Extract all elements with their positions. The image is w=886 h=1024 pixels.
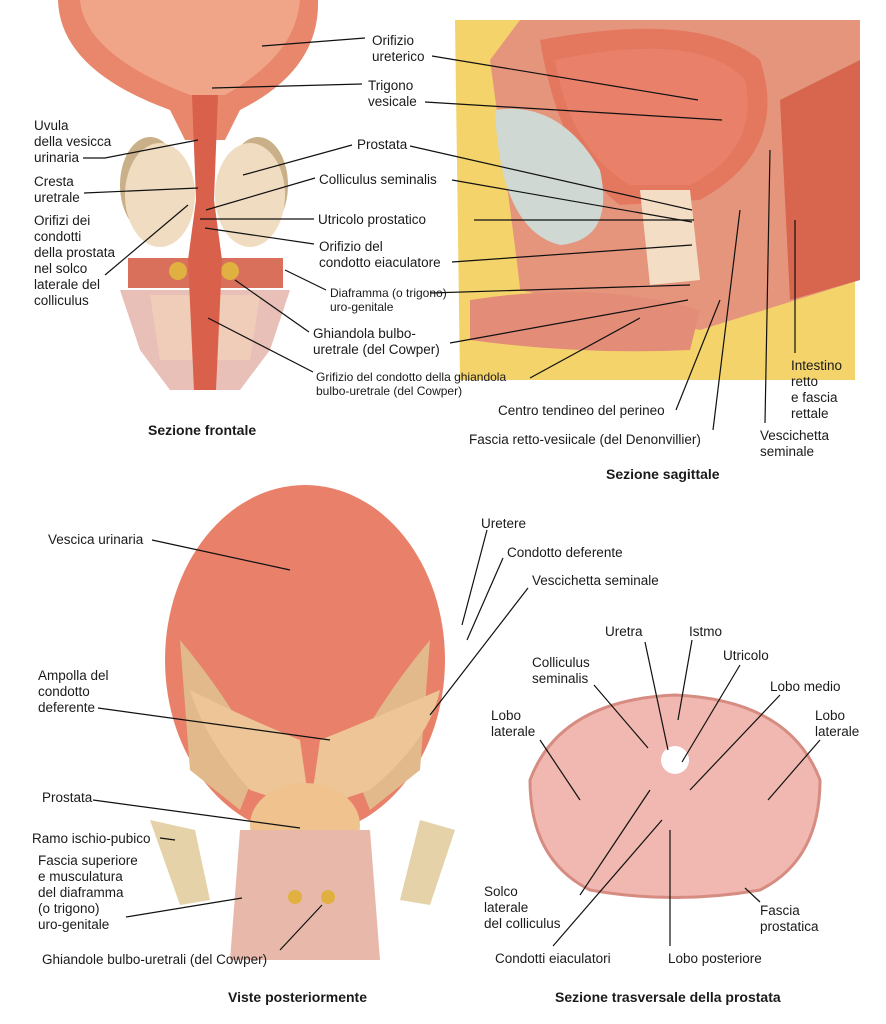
- label-utricolo-prostatico: Utricolo prostatico: [318, 212, 427, 227]
- label-istmo: Istmo: [689, 624, 723, 639]
- label-vescichetta-sagittal: Vescichetta seminale: [760, 428, 830, 459]
- label-vescichetta-posterior: Vescichetta seminale: [532, 573, 659, 588]
- label-ampolla: Ampolla del condotto deferente: [38, 668, 109, 715]
- label-lobo-laterale-left: Lobo laterale: [491, 708, 536, 739]
- label-prostata-frontal: Prostata: [357, 137, 408, 152]
- transverse-section-drawing: [528, 693, 822, 899]
- label-lobo-medio: Lobo medio: [770, 679, 841, 694]
- label-fascia-prostatica: Fascia prostatica: [760, 903, 819, 934]
- label-centro-tendineo: Centro tendineo del perineo: [498, 403, 665, 418]
- label-ramo-ischio-pubico: Ramo ischio-pubico: [32, 831, 151, 846]
- label-ghiandole-bulbo: Ghiandole bulbo-uretrali (del Cowper): [42, 952, 268, 967]
- leader-lines: [83, 37, 821, 951]
- caption-viste-posteriormente: Viste posteriormente: [228, 989, 368, 1005]
- posterior-view-drawing: [150, 485, 455, 960]
- label-orifizio-eiaculatore: Orifizio del condotto eiaculatore: [319, 239, 441, 270]
- caption-sezione-sagittale: Sezione sagittale: [606, 466, 720, 482]
- label-diaframma: Diaframma (o trigono) uro-genitale: [330, 286, 447, 314]
- frontal-section-drawing: [58, 0, 319, 390]
- caption-sezione-trasversale: Sezione trasversale della prostata: [555, 989, 781, 1005]
- label-orifizio-ureterico: Orifizio ureterico: [372, 33, 425, 64]
- sagittal-section-drawing: [455, 20, 860, 380]
- label-ghiandola-bulbo: Ghiandola bulbo- uretrale (del Cowper): [313, 326, 440, 357]
- label-solco-laterale: Solco laterale del colliculus: [484, 884, 561, 931]
- label-vescica-urinaria: Vescica urinaria: [48, 532, 144, 547]
- label-grifizio: Grifizio del condotto della ghiandola bu…: [316, 370, 507, 398]
- label-orifizi-condotti: Orifizi dei condotti della prostata nel …: [34, 213, 116, 308]
- label-lobo-laterale-right: Lobo laterale: [815, 708, 860, 739]
- label-uvula: Uvula della vesicca urinaria: [34, 118, 112, 165]
- caption-sezione-frontale: Sezione frontale: [148, 422, 257, 438]
- label-uretra: Uretra: [605, 624, 643, 639]
- label-colliculus-frontal: Colliculus seminalis: [319, 172, 437, 187]
- label-lobo-posteriore: Lobo posteriore: [668, 951, 762, 966]
- label-fascia-superiore: Fascia superiore e musculatura del diafr…: [38, 853, 138, 932]
- label-utricolo: Utricolo: [723, 648, 769, 663]
- label-fascia-retto-vesicale: Fascia retto-vesiicale (del Denonvillier…: [469, 432, 701, 447]
- label-condotti-eiaculatori: Condotti eiaculatori: [495, 951, 611, 966]
- label-uretere: Uretere: [481, 516, 527, 531]
- label-prostata-posterior: Prostata: [42, 790, 93, 805]
- label-trigono-vescicale: Trigono vesicale: [368, 78, 417, 109]
- label-colliculus-transverse: Colliculus seminalis: [532, 655, 590, 686]
- label-intestino-retto: Intestino retto e fascia rettale: [791, 358, 843, 421]
- label-condotto-deferente: Condotto deferente: [507, 545, 623, 560]
- label-cresta-uretrale: Cresta uretrale: [34, 174, 80, 205]
